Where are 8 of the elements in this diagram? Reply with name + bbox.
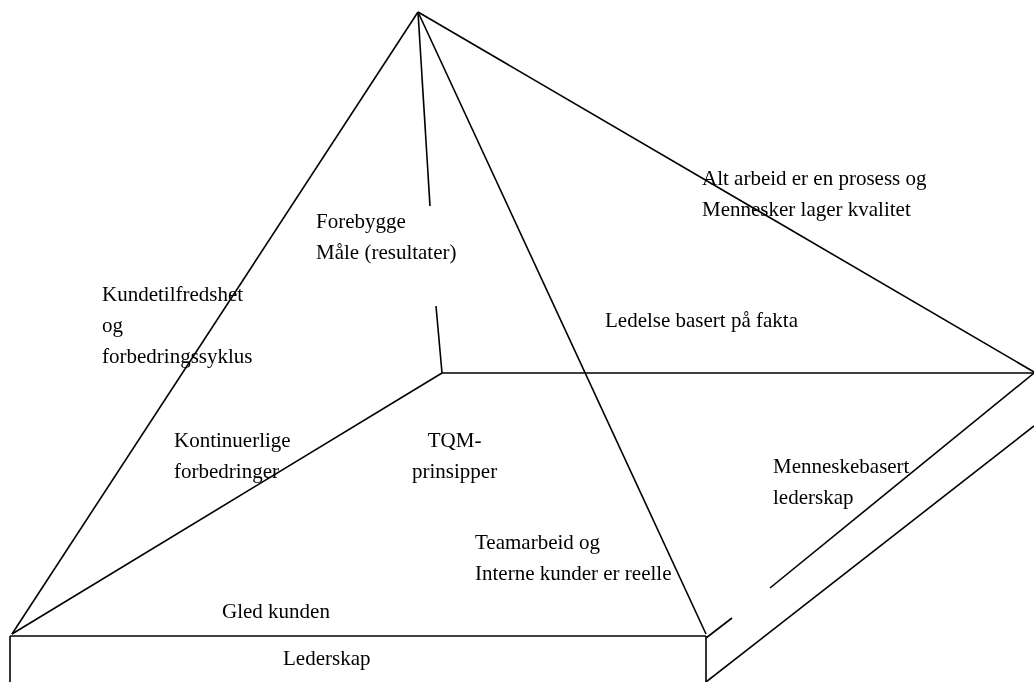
label-text: Menneskebasert lederskap	[773, 453, 910, 511]
label-text: Ledelse basert på fakta	[605, 307, 798, 334]
label-text: TQM- prinsipper	[412, 427, 498, 485]
label-text: Kontinuerlige forbedringer	[174, 427, 291, 485]
label-text: Forebygge Måle (resultater)	[316, 208, 457, 266]
label-text: Teamarbeid og Interne kunder er reelle	[475, 529, 672, 587]
label-text: Lederskap	[283, 645, 371, 672]
label-text: Gled kunden	[222, 598, 330, 625]
